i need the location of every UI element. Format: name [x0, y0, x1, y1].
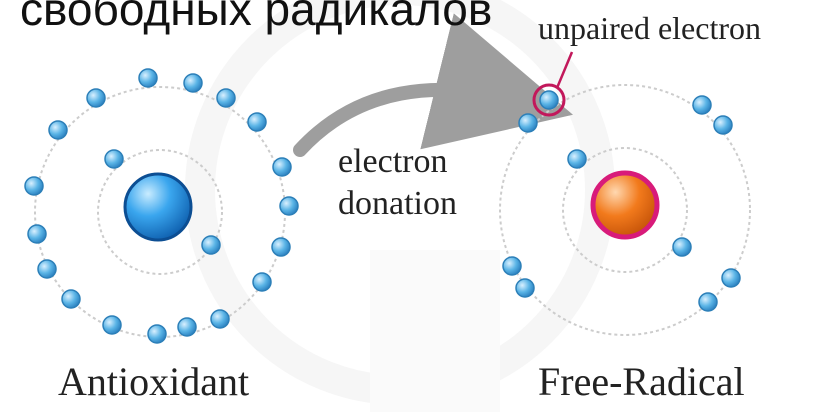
- electron: [177, 317, 197, 337]
- electron: [104, 149, 124, 169]
- electron: [672, 237, 692, 257]
- electron: [713, 115, 733, 135]
- electron: [252, 272, 272, 292]
- electron: [518, 113, 538, 133]
- electron: [271, 237, 291, 257]
- electron: [216, 88, 236, 108]
- electron: [567, 149, 587, 169]
- electron: [138, 68, 158, 88]
- unpaired-pointer-line: [555, 51, 574, 89]
- unpaired-electron: [539, 90, 559, 110]
- free-radical-nucleus: [590, 170, 660, 240]
- free-radical-atom: [499, 51, 751, 336]
- antioxidant-nucleus: [123, 172, 193, 242]
- electron: [183, 73, 203, 93]
- free-radical-outer-orbit: [499, 84, 751, 336]
- electron: [692, 95, 712, 115]
- unpaired-electron-label: unpaired electron: [538, 10, 761, 46]
- donation-label-line1: electron: [338, 143, 448, 180]
- electron: [698, 292, 718, 312]
- electron: [721, 268, 741, 288]
- antioxidant-atom: [24, 68, 299, 344]
- page-title: свободных радикалов: [20, 0, 493, 35]
- electron: [24, 176, 44, 196]
- electron: [27, 224, 47, 244]
- antioxidant-label: Antioxidant: [58, 359, 250, 404]
- antioxidant-electrons: [24, 68, 299, 344]
- electron: [61, 289, 81, 309]
- electron: [247, 112, 267, 132]
- free-radical-electrons: [502, 83, 741, 312]
- electron: [279, 196, 299, 216]
- electron: [201, 235, 221, 255]
- electron: [272, 157, 292, 177]
- electron: [515, 278, 535, 298]
- electron: [48, 120, 68, 140]
- unpaired-electron-highlight-ring: [532, 83, 566, 117]
- electron: [102, 315, 122, 335]
- free-radical-label: Free-Radical: [538, 359, 745, 404]
- donation-label-line2: donation: [338, 185, 457, 222]
- antioxidant-inner-orbit: [97, 149, 223, 275]
- electron: [37, 259, 57, 279]
- electron: [147, 324, 167, 344]
- electron: [210, 309, 230, 329]
- donation-arrow: [293, 13, 573, 157]
- electron: [86, 88, 106, 108]
- free-radical-inner-orbit: [562, 147, 688, 273]
- electron: [502, 256, 522, 276]
